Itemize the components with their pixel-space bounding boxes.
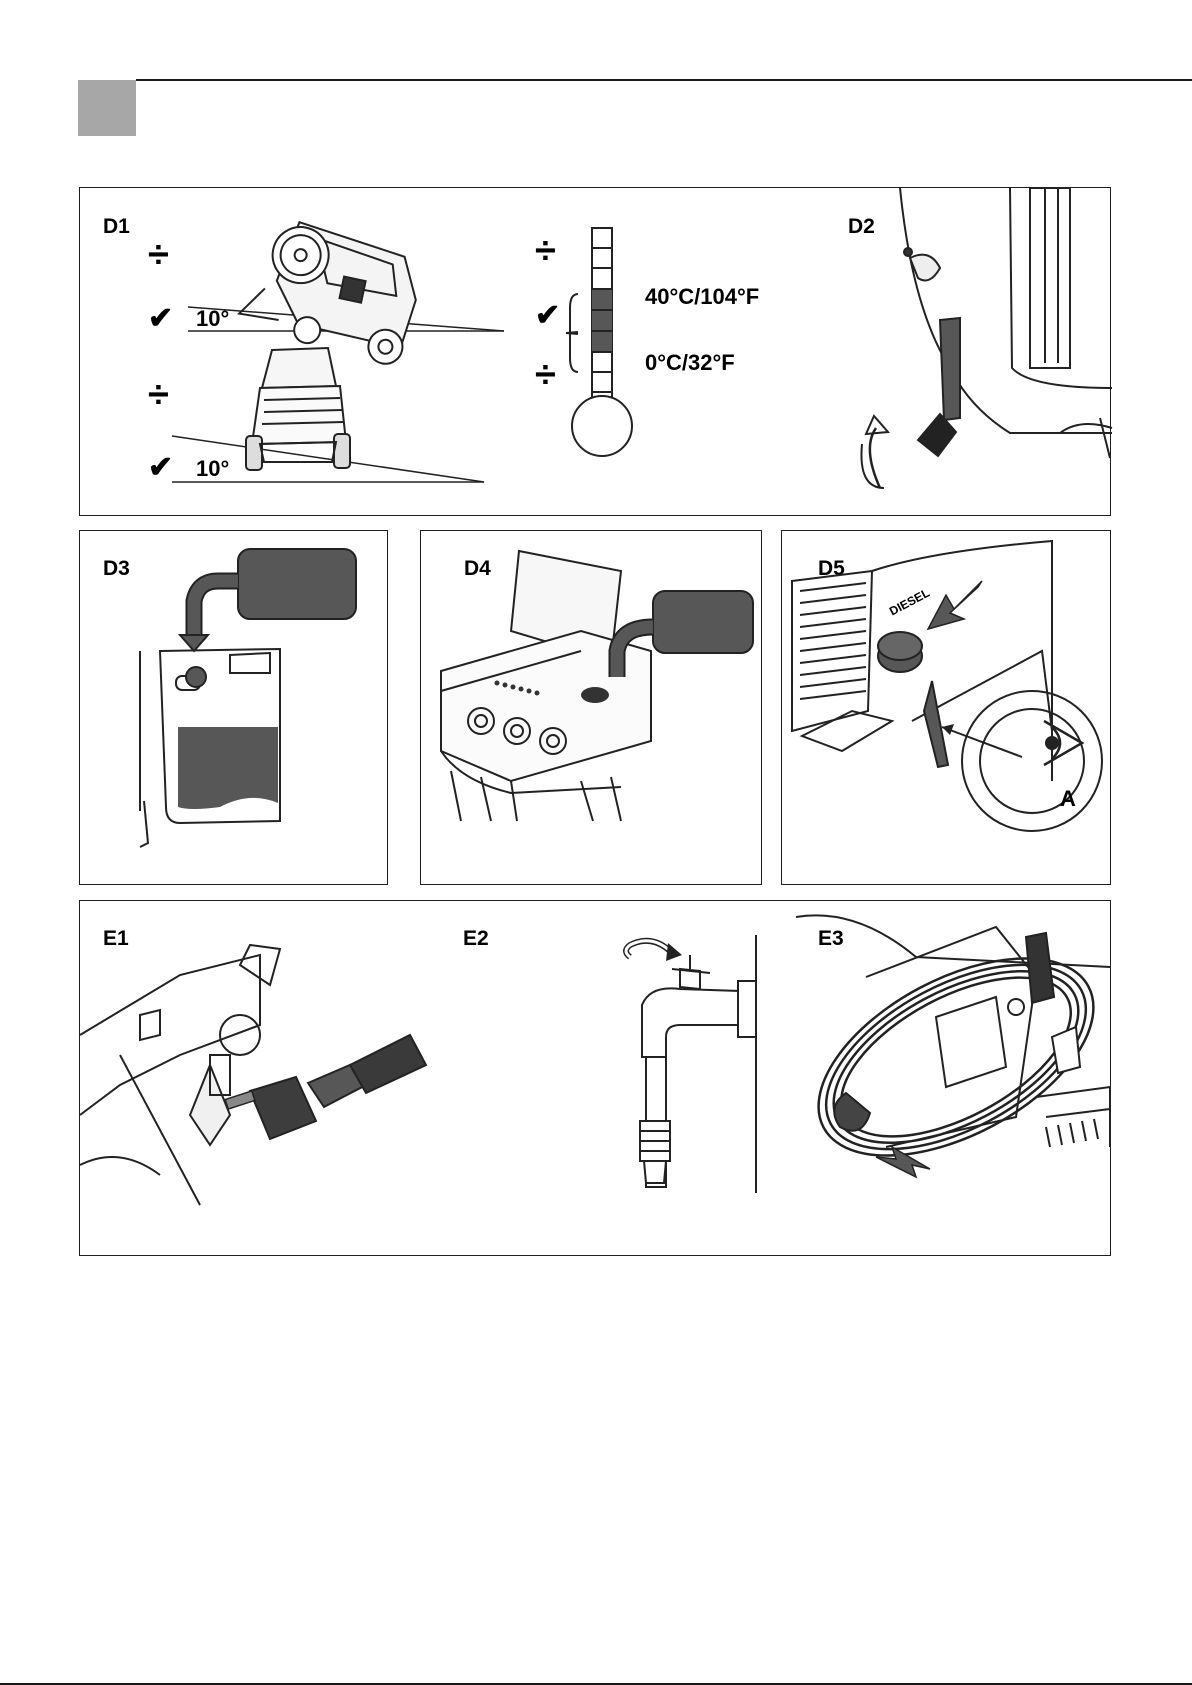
water-connection-illustration bbox=[80, 915, 410, 1205]
fuel-tank-illustration bbox=[80, 531, 386, 883]
figure-label-e2: E2 bbox=[463, 927, 489, 951]
panel-d1-d2: D1 ÷ ✔ 10° ÷ ✔ 10° bbox=[79, 187, 1111, 516]
checkmark-icon: ✔ bbox=[535, 298, 560, 333]
temperature-max: 40°C/104°F bbox=[645, 284, 759, 310]
panel-d3: D3 bbox=[79, 530, 388, 885]
checkmark-icon: ✔ bbox=[148, 301, 173, 336]
hose-storage-illustration bbox=[796, 917, 1110, 1205]
water-tap-illustration bbox=[620, 925, 800, 1195]
not-allowed-icon: ÷ bbox=[148, 234, 169, 277]
section-marker bbox=[78, 80, 136, 136]
panel-d4: D4 bbox=[420, 530, 762, 885]
fuel-gauge-illustration bbox=[782, 531, 1110, 883]
thermometer-icon bbox=[570, 228, 660, 458]
machine-front-illustration bbox=[160, 338, 490, 488]
figure-label-d1: D1 bbox=[103, 215, 130, 239]
marker-a: A bbox=[1060, 786, 1076, 812]
panel-e1-e3: E1 E2 bbox=[79, 900, 1111, 1256]
header-rule bbox=[136, 79, 1192, 81]
drain-plug-illustration bbox=[800, 188, 1112, 515]
machine-side-illustration bbox=[180, 196, 510, 336]
panel-d5: D5 DIESEL A bbox=[781, 530, 1111, 885]
not-allowed-icon: ÷ bbox=[535, 354, 556, 397]
fuel-filler-illustration bbox=[421, 531, 761, 883]
temperature-min: 0°C/32°F bbox=[645, 350, 735, 376]
not-allowed-icon: ÷ bbox=[535, 230, 556, 273]
